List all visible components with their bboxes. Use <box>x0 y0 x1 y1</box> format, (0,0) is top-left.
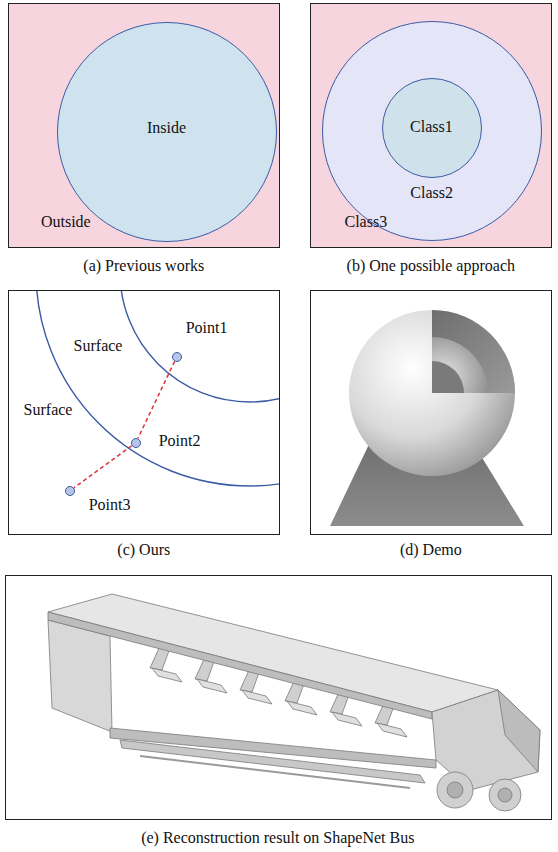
surface-label: Surface <box>74 337 123 355</box>
point-label: Point3 <box>89 495 131 513</box>
region-label: Class1 <box>410 118 453 136</box>
panel-frame: (d) Demo <box>310 290 552 535</box>
sample-point: Point2 <box>131 438 141 448</box>
inside-region: Inside <box>57 22 277 242</box>
region-label: Class2 <box>410 183 453 201</box>
cut-face <box>432 310 515 393</box>
point-label: Point1 <box>186 318 228 336</box>
connector-line <box>138 361 175 438</box>
panel-caption: (d) Demo <box>400 541 462 559</box>
inner-sphere <box>432 337 488 393</box>
dashed-connector <box>74 446 132 488</box>
panel-caption: (b) One possible approach <box>347 257 515 275</box>
class-core: Class1 <box>382 78 482 178</box>
arc-group <box>36 290 280 486</box>
panel-caption: (a) Previous works <box>83 257 204 275</box>
region-label: Inside <box>147 118 186 136</box>
bus-mesh <box>48 594 540 811</box>
dashed-connector <box>138 361 175 438</box>
sample-point: Point3 <box>65 486 75 496</box>
panel-caption: (c) Ours <box>117 541 170 559</box>
class-ring: Class2 Class1 <box>322 21 542 241</box>
panel-frame: Outside(a) Previous worksInside <box>8 3 280 248</box>
panel-caption: (e) Reconstruction result on ShapeNet Bu… <box>141 829 414 847</box>
panel-frame: (e) Reconstruction result on ShapeNet Bu… <box>5 575 552 820</box>
region-label: Outside <box>41 213 91 231</box>
outer-surface <box>36 290 280 486</box>
outer-sphere <box>349 310 515 476</box>
inner-surface <box>120 290 280 402</box>
region-label: Class3 <box>344 213 387 231</box>
panel-frame: Class3(b) One possible approachClass2Cla… <box>310 3 552 248</box>
connector-line <box>74 446 132 488</box>
core-sphere <box>432 361 464 393</box>
surface-label: Surface <box>24 401 73 419</box>
point-label: Point2 <box>159 431 201 449</box>
sample-point: Point1 <box>172 352 182 362</box>
